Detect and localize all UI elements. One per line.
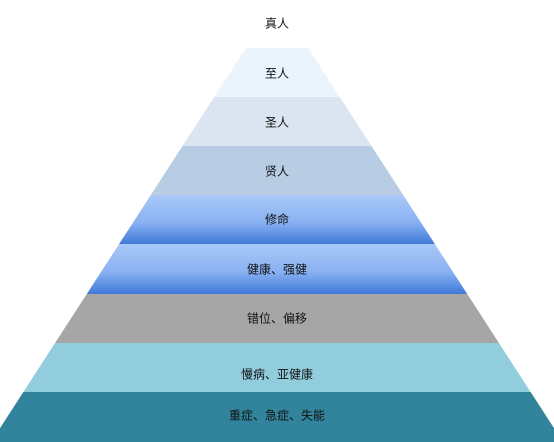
- pyramid-layer-label-2: 至人: [265, 67, 289, 81]
- pyramid-layer-6: [86, 244, 468, 294]
- pyramid-layer-3: [182, 97, 372, 146]
- pyramid-layer-label-8: 慢病、亚健康: [241, 367, 313, 382]
- pyramid-layer-label-3: 圣人: [265, 116, 289, 130]
- pyramid-layer-label-4: 贤人: [265, 165, 289, 179]
- pyramid-layer-label-7: 错位、偏移: [247, 311, 307, 326]
- pyramid-layer-label-1: 真人: [265, 17, 289, 31]
- pyramid-layer-7: [55, 294, 499, 343]
- pyramid-layer-label-5: 修命: [265, 212, 289, 227]
- pyramid-layer-4: [150, 146, 404, 195]
- pyramid-layer-1: [245, 0, 309, 48]
- pyramid-layer-2: [214, 48, 340, 97]
- pyramid-layer-5: [119, 195, 435, 244]
- pyramid-layer-9: [0, 392, 554, 442]
- pyramid-layer-8: [23, 343, 531, 392]
- pyramid-layer-label-6: 健康、强健: [247, 262, 307, 277]
- pyramid-layer-label-9: 重症、急症、失能: [229, 408, 325, 423]
